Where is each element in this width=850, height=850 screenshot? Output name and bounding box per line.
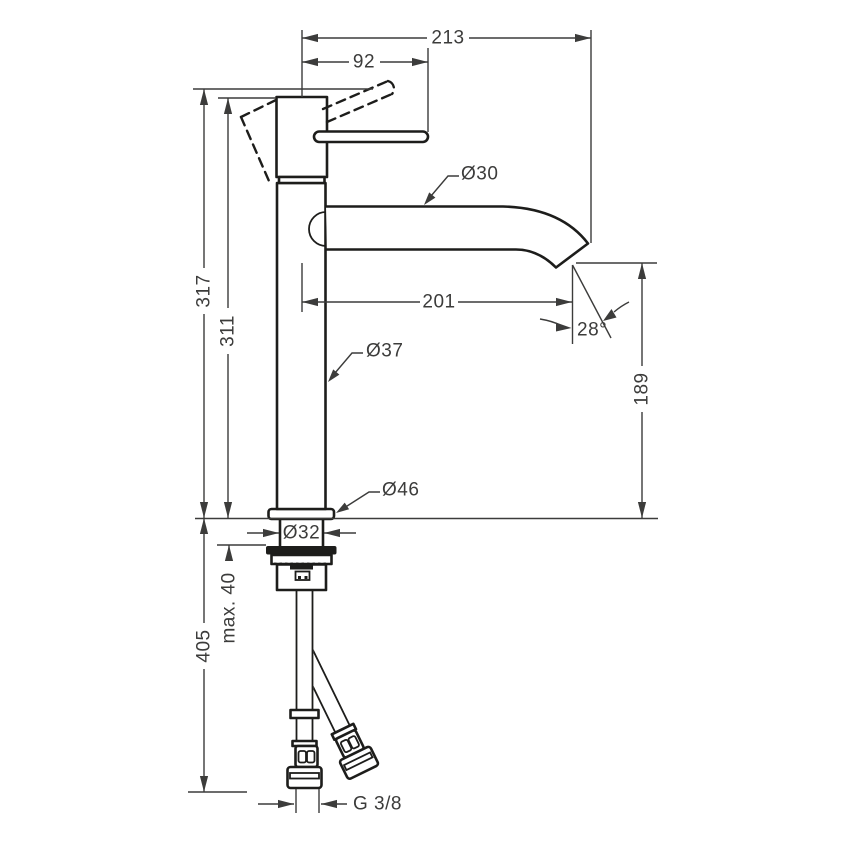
dim-g38: G 3/8 <box>258 794 402 815</box>
dim-201: 201 <box>302 292 572 313</box>
dim-311: 311 <box>218 98 239 518</box>
head-joint-ring <box>277 175 326 185</box>
lever-handle <box>312 130 430 144</box>
mounting-hardware <box>266 517 337 592</box>
hose-collar <box>289 708 320 720</box>
faucet-body <box>275 181 327 511</box>
mounting-washer <box>266 546 337 555</box>
dim-213: 213 <box>302 28 591 49</box>
dim-213-label: 213 <box>431 28 464 49</box>
dim-46-label: Ø46 <box>382 480 419 501</box>
dim-405-label: 405 <box>194 629 215 662</box>
dim-28deg-label: 28° <box>577 320 607 341</box>
dim-46: Ø46 <box>336 480 419 513</box>
dim-201-label: 201 <box>422 292 455 313</box>
spout-socket-arc <box>308 211 327 247</box>
dim-92: 92 <box>302 52 428 73</box>
hose-nut <box>338 745 380 780</box>
dim-32-label: Ø32 <box>283 523 320 544</box>
dim-37-label: Ø37 <box>366 341 403 362</box>
dim-92-label: 92 <box>353 52 375 73</box>
dim-189-label: 189 <box>632 372 653 405</box>
dim-37: Ø37 <box>328 341 403 382</box>
dim-189: 189 <box>632 263 653 518</box>
dim-317: 317 <box>194 89 215 518</box>
handle-swing-dashed <box>239 79 396 183</box>
dim-max40-label: max. 40 <box>219 572 240 643</box>
dim-max40: max. 40 <box>219 545 240 644</box>
dim-30-label: Ø30 <box>461 164 498 185</box>
dim-405: 405 <box>194 518 215 792</box>
hose-nut <box>286 765 323 790</box>
supply-hose-straight <box>286 590 323 790</box>
dim-317-label: 317 <box>194 274 215 307</box>
dim-32: Ø32 <box>247 523 356 544</box>
spout <box>324 205 590 269</box>
dim-g38-label: G 3/8 <box>353 794 402 815</box>
base-flange <box>267 507 336 521</box>
dim-311-label: 311 <box>218 315 239 347</box>
dimension-annotations: 213 92 317 311 201 <box>188 28 658 815</box>
dim-28deg: 28° <box>539 264 630 344</box>
faucet-outline <box>239 79 590 790</box>
dim-30: Ø30 <box>424 164 498 205</box>
